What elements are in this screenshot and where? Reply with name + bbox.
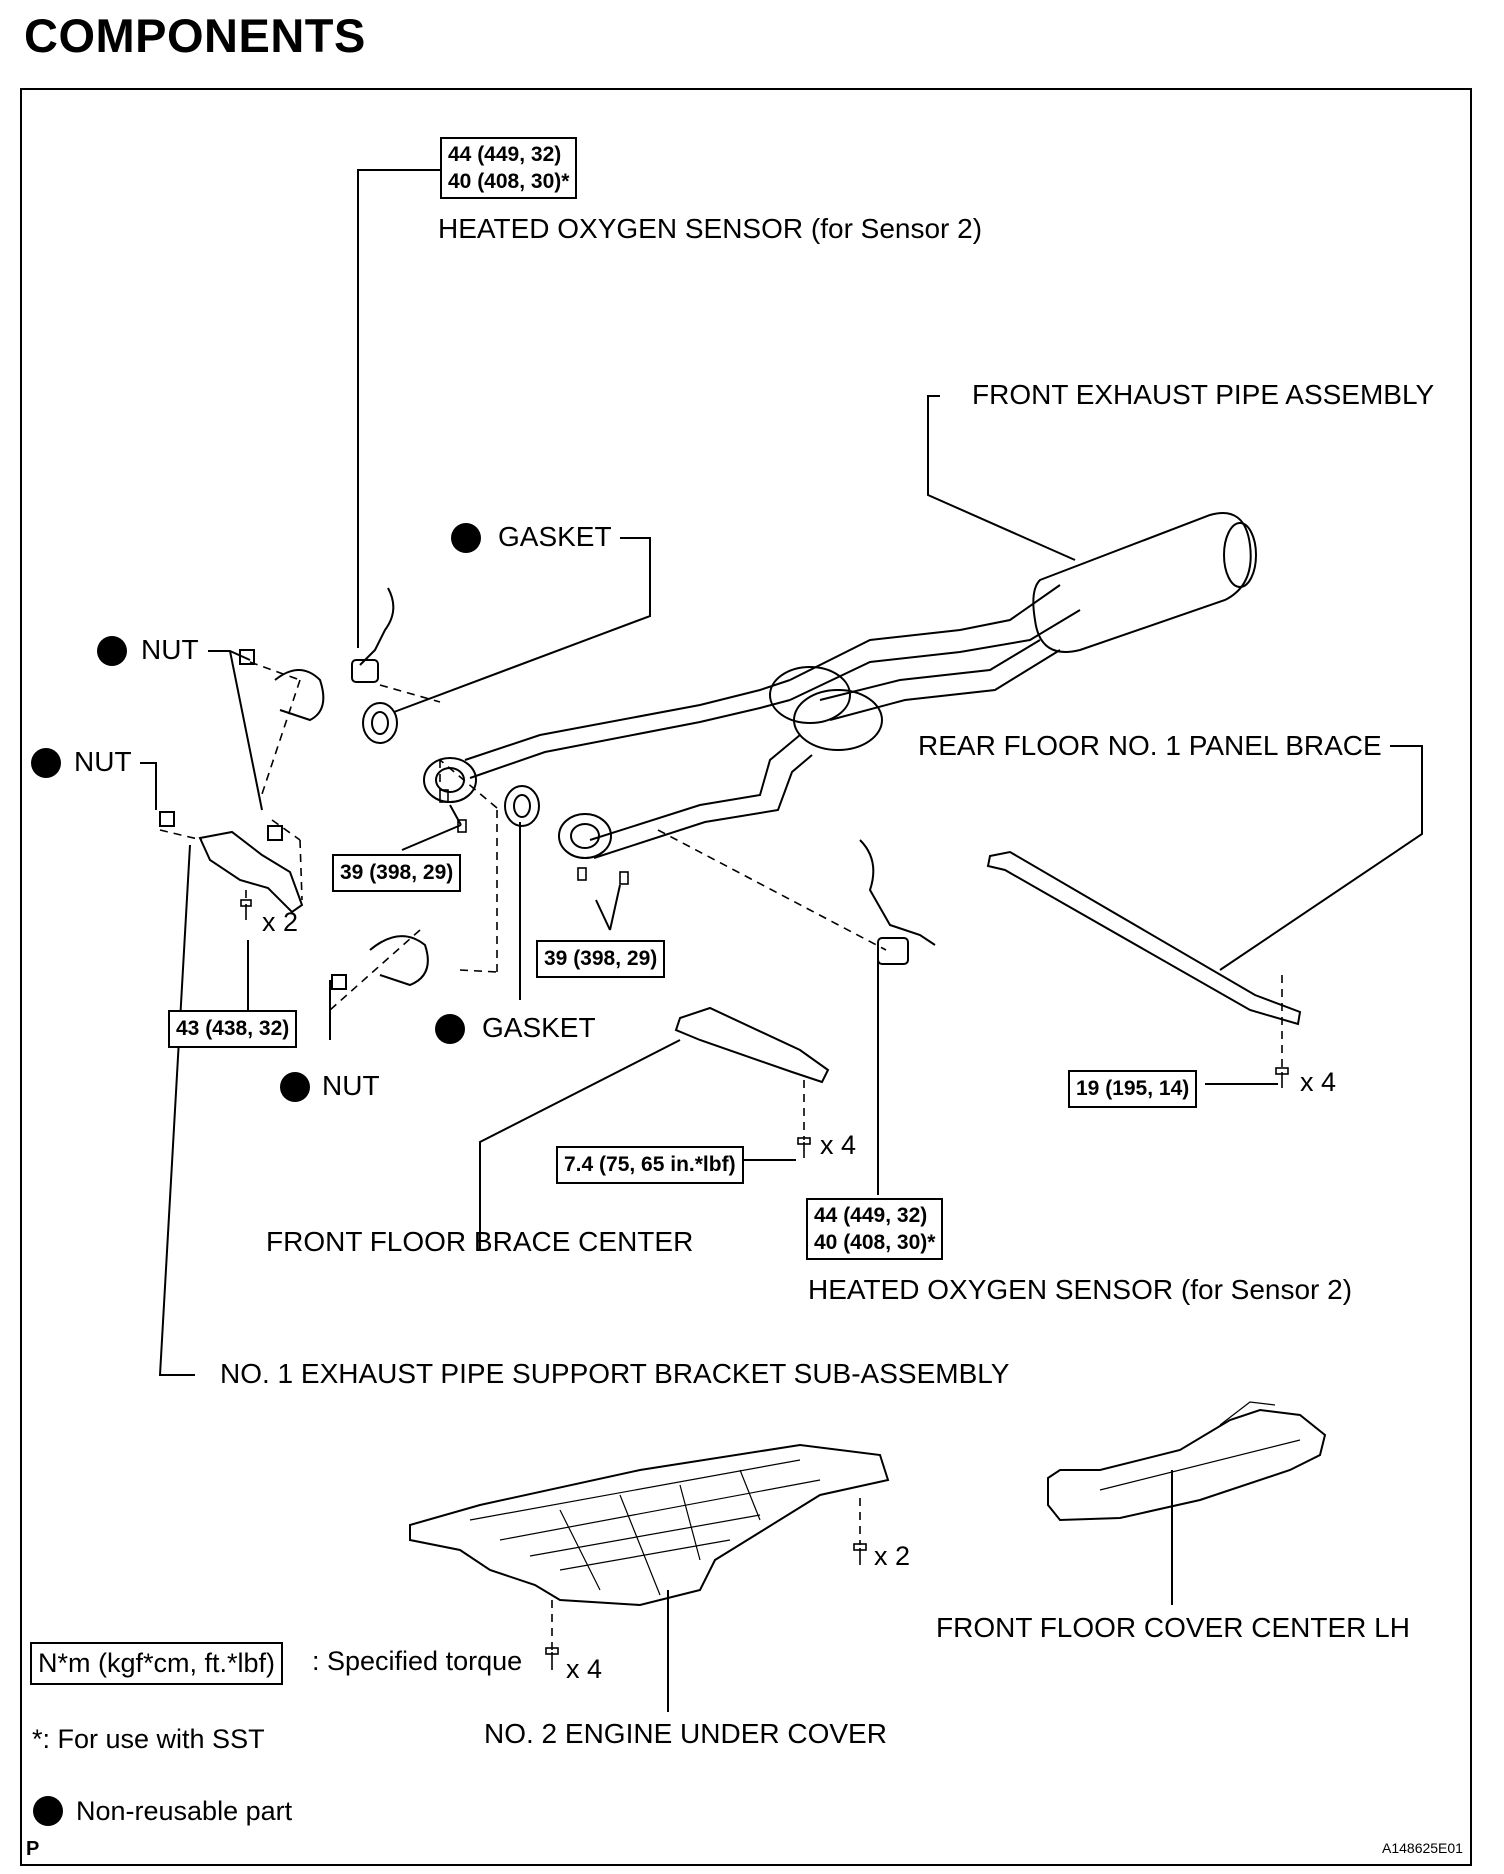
mult-cover-bolts-bottom: x 4 bbox=[566, 1654, 603, 1684]
leader-nut1-b bbox=[229, 650, 263, 811]
legend-torque-desc: : Specified torque bbox=[312, 1646, 523, 1676]
o2-sensor-top-wire bbox=[359, 587, 395, 666]
leader-rear-brace bbox=[1219, 745, 1423, 971]
label-front-exhaust-pipe: FRONT EXHAUST PIPE ASSEMBLY bbox=[972, 379, 1435, 410]
label-rear-floor-brace: REAR FLOOR NO. 1 PANEL BRACE bbox=[918, 730, 1382, 761]
manifold-outline-top bbox=[274, 669, 325, 722]
leader-nut1-a bbox=[208, 650, 251, 661]
label-nut-3: NUT bbox=[322, 1070, 380, 1101]
torque-box-o2-top: 44 (449, 32) 40 (408, 30)* bbox=[440, 137, 578, 199]
leader-flange-right-a bbox=[595, 899, 611, 931]
legend-torque-unit: N*m (kgf*cm, ft.*lbf) bbox=[30, 1642, 284, 1685]
mult-front-brace-bolts: x 4 bbox=[820, 1130, 857, 1160]
leader-flange-left-a bbox=[401, 824, 462, 851]
leader-front-floor-brace bbox=[479, 1039, 681, 1250]
manifold-outline-bottom bbox=[369, 935, 429, 987]
label-o2-sensor-bottom: HEATED OXYGEN SENSOR (for Sensor 2) bbox=[808, 1274, 1353, 1305]
corner-letter: P bbox=[26, 1838, 40, 1860]
rear-brace-shape bbox=[986, 850, 1302, 1026]
engine-under-cover-shape bbox=[409, 1443, 890, 1607]
label-front-floor-cover: FRONT FLOOR COVER CENTER LH bbox=[936, 1612, 1410, 1643]
torque-o2-top-2: 40 (408, 30)* bbox=[448, 170, 570, 193]
torque-o2-bottom-1: 44 (449, 32) bbox=[814, 1204, 928, 1227]
torque-flange-left: 39 (398, 29) bbox=[332, 854, 462, 892]
diagram-frame bbox=[20, 88, 1472, 1866]
leader-front-exhaust bbox=[927, 395, 1076, 561]
gasket-bottom-ring bbox=[504, 785, 540, 827]
front-exhaust-pipe-drawing bbox=[423, 512, 1257, 859]
torque-front-brace: 7.4 (75, 65 in.*lbf) bbox=[556, 1146, 744, 1184]
mult-rear-brace-bolts: x 4 bbox=[1300, 1067, 1337, 1097]
front-brace-shape bbox=[674, 1006, 830, 1084]
label-gasket-bottom: GASKET bbox=[482, 1012, 596, 1043]
mult-cover-bolts-right: x 2 bbox=[874, 1541, 911, 1571]
leader-o2-top bbox=[357, 169, 440, 648]
front-floor-cover-shape bbox=[1047, 1408, 1327, 1522]
figure-id: A148625E01 bbox=[1382, 1840, 1463, 1856]
label-engine-under-cover: NO. 2 ENGINE UNDER COVER bbox=[484, 1718, 887, 1749]
leader-flange-right-b bbox=[609, 884, 621, 931]
page-title: COMPONENTS bbox=[24, 9, 366, 62]
nut-shape bbox=[239, 649, 255, 665]
leader-support-bracket bbox=[158, 844, 195, 1376]
o2-sensor-bottom-wire bbox=[859, 839, 936, 946]
torque-o2-top-1: 44 (449, 32) bbox=[448, 143, 562, 166]
legend-non-reusable: Non-reusable part bbox=[76, 1796, 293, 1826]
label-gasket-top: GASKET bbox=[498, 521, 612, 552]
leader-flange-left-b bbox=[449, 804, 462, 826]
torque-flange-right: 39 (398, 29) bbox=[536, 940, 666, 978]
torque-box-o2-bottom: 44 (449, 32) 40 (408, 30)* bbox=[806, 1198, 944, 1260]
torque-o2-bottom-2: 40 (408, 30)* bbox=[814, 1231, 936, 1254]
leader-gasket-top bbox=[393, 537, 651, 713]
bolts bbox=[240, 789, 1289, 1670]
label-front-floor-brace: FRONT FLOOR BRACE CENTER bbox=[266, 1226, 694, 1257]
mult-bracket-bolts: x 2 bbox=[262, 907, 299, 937]
gasket-top-ring bbox=[362, 702, 398, 744]
label-o2-sensor-top: HEATED OXYGEN SENSOR (for Sensor 2) bbox=[438, 213, 983, 244]
torque-rear-brace: 19 (195, 14) bbox=[1068, 1070, 1198, 1108]
label-nut-2: NUT bbox=[74, 746, 132, 777]
label-support-bracket: NO. 1 EXHAUST PIPE SUPPORT BRACKET SUB-A… bbox=[220, 1358, 1010, 1389]
torque-bracket: 43 (438, 32) bbox=[168, 1010, 298, 1048]
assembly-dashed-lines bbox=[159, 661, 1283, 1650]
leader-nut2 bbox=[140, 762, 157, 810]
legend-sst-note: *: For use with SST bbox=[32, 1724, 265, 1754]
support-bracket-shape bbox=[198, 830, 304, 914]
label-nut-1: NUT bbox=[141, 634, 199, 665]
non-reusable-dots bbox=[31, 523, 481, 1826]
